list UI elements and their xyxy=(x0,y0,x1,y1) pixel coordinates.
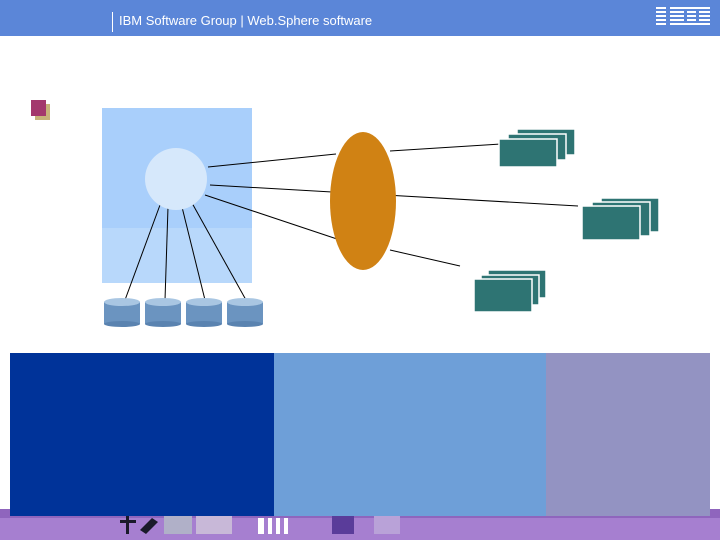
connector-lines xyxy=(204,142,579,267)
database xyxy=(145,298,181,327)
header-separator xyxy=(112,12,113,32)
stack-middle xyxy=(581,197,660,241)
database xyxy=(104,298,140,327)
central-ellipse xyxy=(330,132,396,270)
database xyxy=(186,298,222,327)
database xyxy=(227,298,263,327)
bullet-square xyxy=(31,100,46,116)
header-title: IBM Software Group | Web.Sphere software xyxy=(119,13,373,28)
database-connectors xyxy=(124,202,247,301)
hub-circle xyxy=(145,148,207,210)
server-container-lower xyxy=(102,228,252,283)
footer-image-strip xyxy=(120,514,400,534)
stack-bottom xyxy=(473,269,547,313)
stack-top xyxy=(498,128,576,168)
content-band-medium xyxy=(274,353,546,516)
content-band-light xyxy=(546,353,710,516)
content-band-dark xyxy=(10,353,274,516)
ibm-logo xyxy=(656,5,710,27)
header-bar: IBM Software Group | Web.Sphere software xyxy=(0,0,720,36)
